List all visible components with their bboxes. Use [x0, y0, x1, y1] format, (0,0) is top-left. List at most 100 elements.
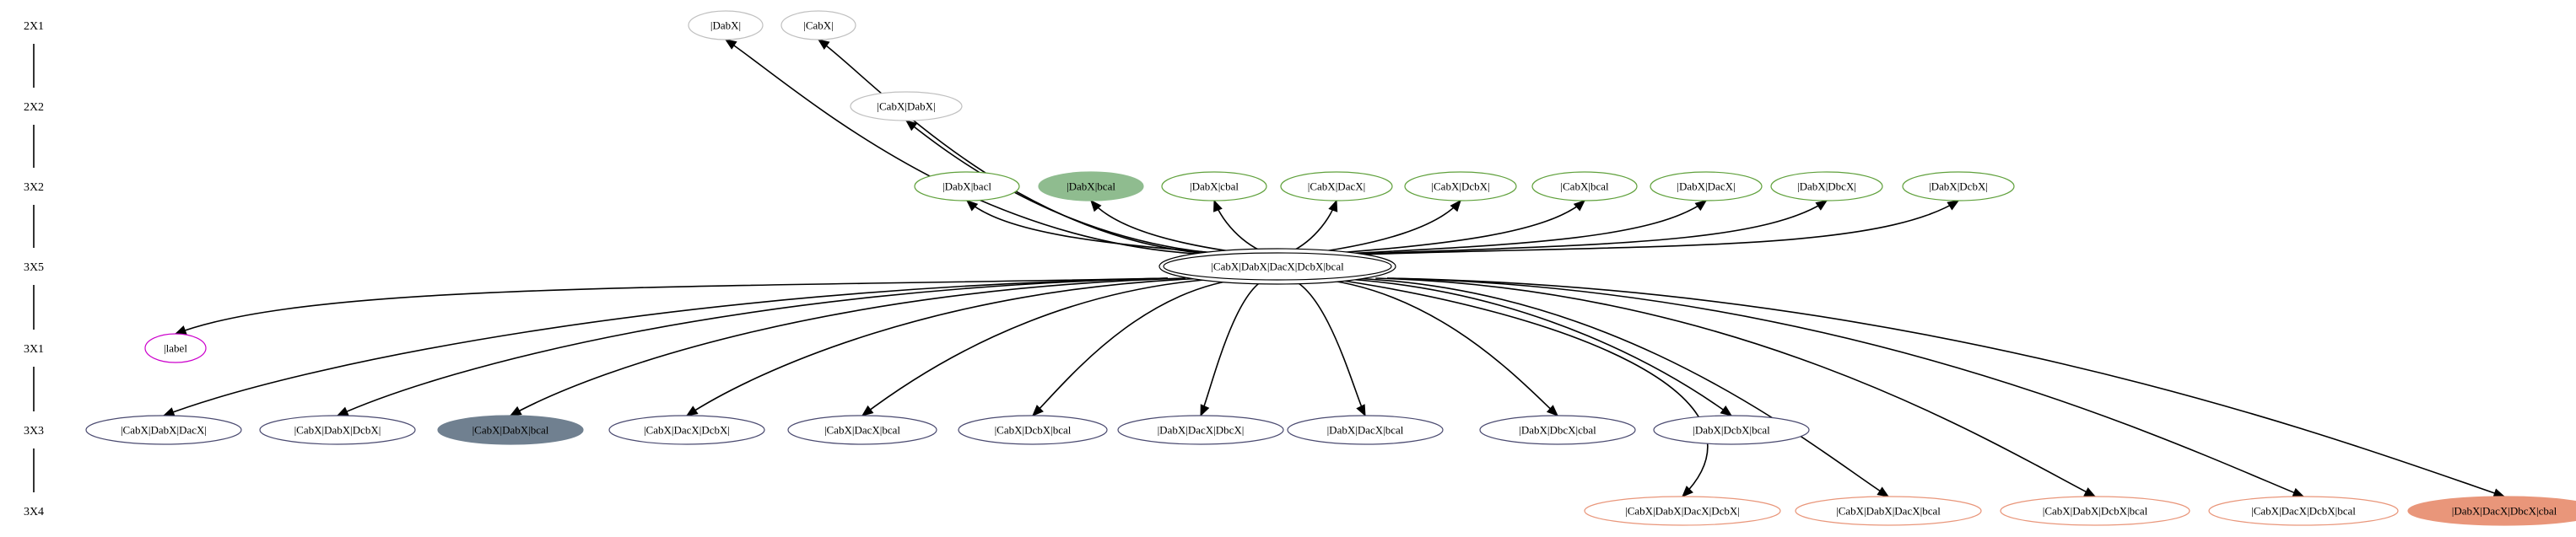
edge-center-to-n25 — [1350, 277, 1889, 497]
node-n7[interactable]: |CabX|DacX| — [1280, 171, 1393, 201]
arrowhead — [1450, 200, 1461, 212]
node-label: |DabX|DacX| — [1677, 180, 1735, 193]
node-n26[interactable]: |CabX|DabX|DcbX|bcal — [2000, 496, 2190, 526]
node-shape — [850, 91, 963, 121]
arrowhead — [724, 39, 737, 50]
edge-center-to-n20 — [1200, 277, 1269, 416]
node-shape — [85, 415, 242, 445]
node-n9[interactable]: |CabX|bcal — [1531, 171, 1638, 201]
node-label: |CabX|DacX|DcbX| — [644, 424, 730, 437]
node-n18[interactable]: |CabX|DacX|bcal — [787, 415, 937, 445]
node-label: |DabX|cbal — [1190, 180, 1239, 193]
node-n8[interactable]: |CabX|DcbX| — [1404, 171, 1517, 201]
node-n12[interactable]: |DabX|DcbX| — [1902, 171, 2015, 201]
arrowhead — [861, 405, 874, 416]
node-n11[interactable]: |DabX|DbcX| — [1770, 171, 1883, 201]
node-label: |CabX|DabX|DacX|DcbX|bcal — [1211, 260, 1344, 273]
node-label: |CabX|DabX|DcbX| — [294, 424, 381, 437]
node-n24[interactable]: |CabX|DabX|DacX|DcbX| — [1584, 496, 1781, 526]
node-label: |DabX|DacX|DbcX|cbal — [2452, 505, 2557, 518]
edge-center-to-n22 — [1310, 277, 1558, 416]
edge-center-to-n13 — [175, 277, 1169, 335]
node-shape — [1795, 496, 1982, 526]
edge-center-to-n17 — [686, 277, 1207, 416]
node-label: |label — [164, 342, 187, 355]
edge-center-to-n14 — [163, 277, 1169, 416]
node-n25[interactable]: |CabX|DabX|DacX|bcal — [1795, 496, 1982, 526]
node-n13[interactable]: |label — [144, 333, 207, 363]
node-shape — [1161, 171, 1267, 201]
node-n14[interactable]: |CabX|DabX|DacX| — [85, 415, 242, 445]
arrowhead — [1328, 199, 1338, 212]
node-shape — [780, 10, 856, 40]
node-n3[interactable]: |CabX|DabX| — [850, 91, 963, 121]
edge-center-to-n1 — [725, 39, 1212, 255]
node-n10[interactable]: |DabX|DacX| — [1650, 171, 1763, 201]
node-label: |DabX|DbcX| — [1797, 180, 1856, 193]
arrowhead — [1546, 405, 1558, 416]
node-label: |CabX|DcbX| — [1431, 180, 1489, 193]
node-label: |DabX|DacX|DbcX| — [1158, 424, 1245, 437]
node-n20[interactable]: |DabX|DacX|DbcX| — [1117, 415, 1284, 445]
node-shape — [1531, 171, 1638, 201]
node-n21[interactable]: |DabX|DacX|bcal — [1287, 415, 1444, 445]
node-n2[interactable]: |CabX| — [780, 10, 856, 40]
node-n6[interactable]: |DabX|cbal — [1161, 171, 1267, 201]
node-n27[interactable]: |CabX|DacX|DcbX|bcal — [2208, 496, 2399, 526]
edge-center-to-n19 — [1032, 277, 1249, 416]
edges-layer — [162, 39, 2506, 498]
node-n1[interactable]: |DabX| — [688, 10, 764, 40]
rank-label: 2X1 — [24, 20, 44, 33]
arrowhead — [1815, 200, 1828, 211]
edge-center-to-n18 — [861, 277, 1229, 416]
node-shape — [1902, 171, 2015, 201]
node-label: |CabX|DabX|bcal — [473, 424, 549, 437]
edge-center-to-n4 — [966, 200, 1240, 255]
arrowhead — [174, 325, 187, 335]
node-shape — [1479, 415, 1636, 445]
node-n28[interactable]: |DabX|DacX|DbcX|cbal — [2407, 496, 2576, 526]
edge-center-to-n24 — [1326, 277, 1709, 497]
rank-label: 3X2 — [24, 181, 44, 194]
arrowhead — [1032, 405, 1044, 416]
node-n4[interactable]: |DabX|bacl — [914, 171, 1020, 201]
edge-center-to-n2 — [818, 39, 1223, 255]
node-label: |CabX|DacX| — [1308, 180, 1365, 193]
node-n22[interactable]: |DabX|DbcX|cbal — [1479, 415, 1636, 445]
node-outer-ring — [1158, 248, 1396, 285]
node-shape — [1584, 496, 1781, 526]
node-n15[interactable]: |CabX|DabX|DcbX| — [259, 415, 416, 445]
node-shape — [1280, 171, 1393, 201]
node-shape — [1287, 415, 1444, 445]
arrowhead — [1573, 200, 1585, 212]
edge-center-to-n9 — [1314, 200, 1585, 255]
edge-center-to-n15 — [337, 277, 1169, 416]
node-n17[interactable]: |CabX|DacX|DcbX| — [608, 415, 765, 445]
arrowhead — [1090, 200, 1102, 212]
node-center[interactable]: |CabX|DabX|DacX|DcbX|bcal — [1158, 248, 1396, 285]
node-n19[interactable]: |CabX|DcbX|bcal — [958, 415, 1108, 445]
node-n16[interactable]: |CabX|DabX|bcal — [437, 415, 584, 445]
arrowhead — [2292, 487, 2305, 497]
edge-center-to-n12 — [1358, 200, 1959, 255]
node-shape — [1650, 171, 1763, 201]
arrowhead — [1947, 200, 1960, 211]
arrowhead — [162, 407, 176, 416]
node-label: |CabX|bcal — [1560, 180, 1609, 193]
rank-label: 3X5 — [24, 261, 44, 274]
node-label: |CabX| — [803, 19, 834, 32]
node-shape — [787, 415, 937, 445]
rank-label: 3X3 — [24, 425, 44, 438]
arrowhead — [1877, 486, 1890, 497]
arrowhead — [1356, 404, 1366, 417]
node-n23[interactable]: |DabX|DcbX|bcal — [1653, 415, 1810, 445]
node-shape — [1770, 171, 1883, 201]
node-shape — [2407, 496, 2576, 526]
arrowhead — [2083, 487, 2097, 497]
node-shape — [608, 415, 765, 445]
node-shape — [1038, 171, 1144, 201]
node-n5[interactable]: |DabX|bcal — [1038, 171, 1144, 201]
edge-center-to-n28 — [1386, 277, 2505, 497]
node-shape — [437, 415, 584, 445]
